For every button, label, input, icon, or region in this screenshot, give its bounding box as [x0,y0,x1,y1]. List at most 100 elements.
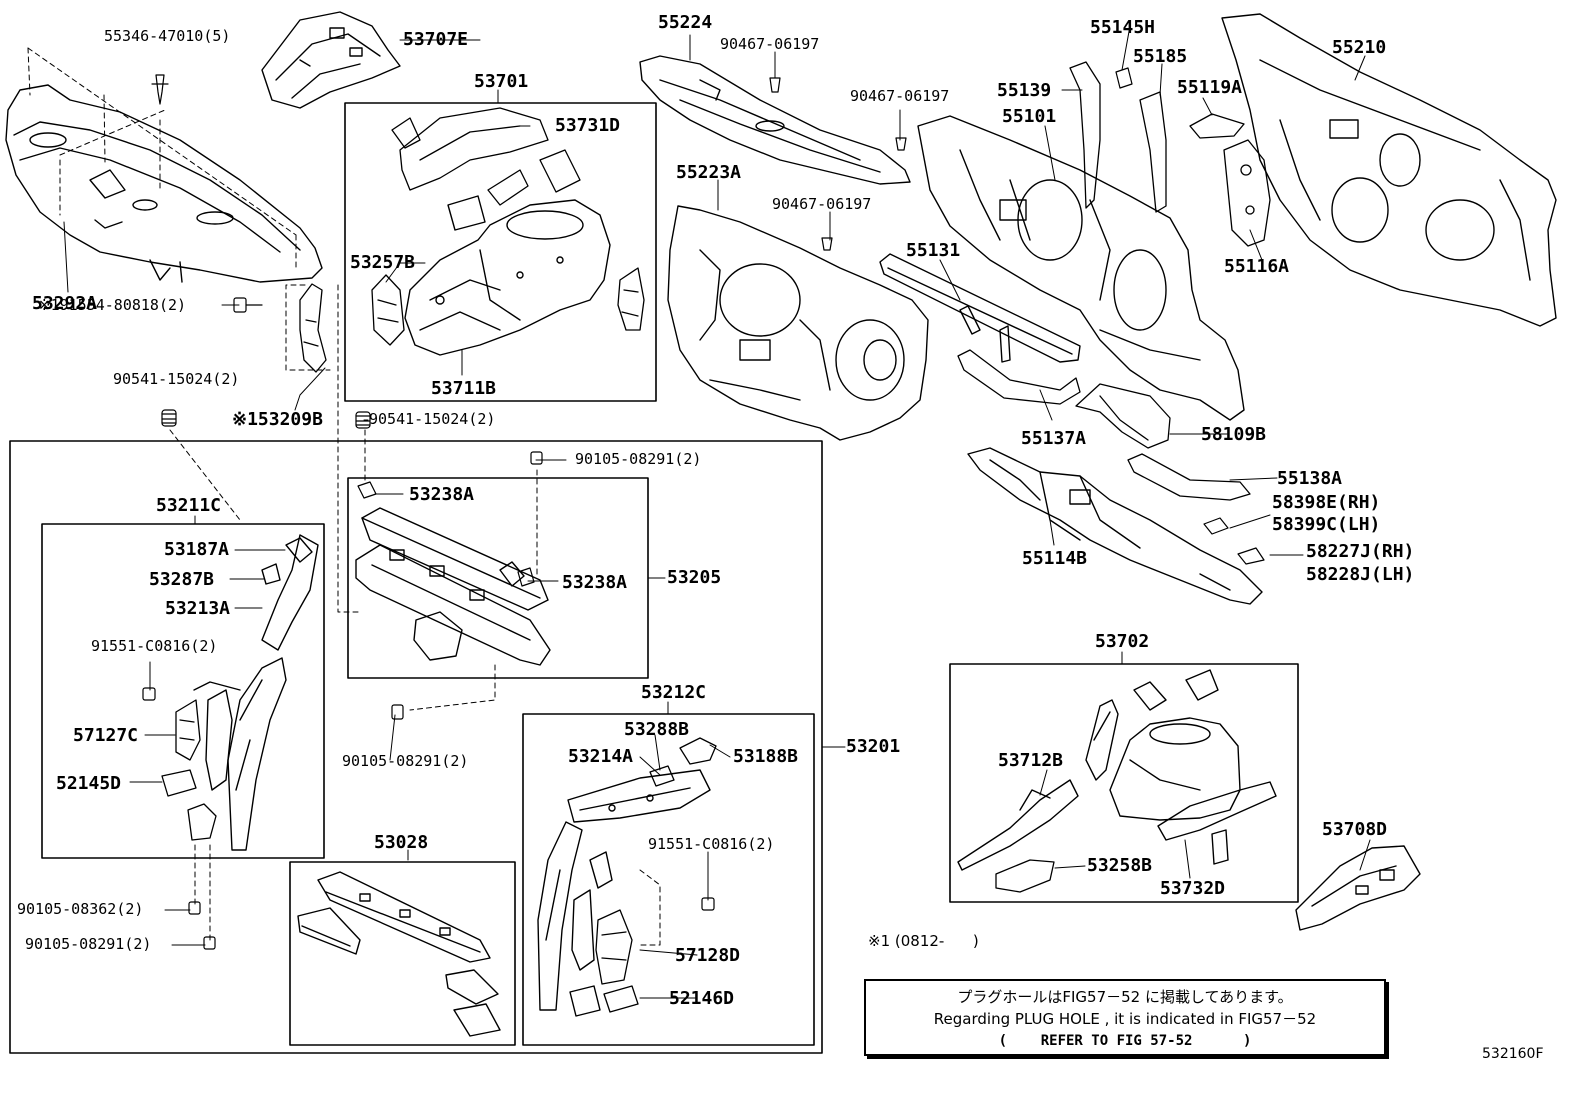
part-55223A: 55223A [676,162,742,183]
note-english: Regarding PLUG HOLE , it is indicated in… [933,1010,1317,1028]
part-90467-06197-b: 90467-06197 [850,87,950,105]
leader-lines [63,25,1371,999]
part-55224: 55224 [658,12,713,33]
shape-bolt-91554 [233,297,263,313]
part-55131: 55131 [906,240,961,261]
part-91551-C0816-right: 91551-C0816(2) [648,835,775,853]
shape-58109B [1075,383,1171,449]
part-52146D: 52146D [669,988,735,1009]
part-90467-06197-a: 90467-06197 [720,35,820,53]
part-55137A: 55137A [1021,428,1087,449]
part-55346-47010: 55346-47010(5) [104,27,231,45]
shape-53701-side-rail [617,267,645,331]
shape-55223A [667,205,929,441]
part-55116A: 55116A [1224,256,1290,277]
shape-53258B [995,859,1055,893]
part-91554-80818: ※191554-80818(2) [38,296,187,314]
part-53292A: 53292A [32,293,98,314]
part-53731D: 53731D [555,115,621,136]
shape-52146D [603,985,639,1013]
part-53707E: 53707E [403,29,469,50]
shape-55145H [1115,67,1133,89]
shape-55185 [1139,91,1167,213]
part-52145D: 52145D [56,773,122,794]
part-53712B: 53712B [998,750,1064,771]
part-53288B: 53288B [624,719,690,740]
part-53213A: 53213A [165,598,231,619]
shape-55138A [1127,453,1251,501]
shape-53205 [355,507,551,666]
part-58109B: 58109B [1201,424,1267,445]
shape-clips-90467 [769,77,907,251]
part-55210: 55210 [1332,37,1387,58]
part-53205: 53205 [667,567,722,588]
part-53702: 53702 [1095,631,1150,652]
part-53209B: ※153209B [232,409,323,430]
shape-58227J [1237,547,1265,565]
shape-53257B [371,274,405,346]
plug-hole-note: プラグホールはFIG57－52 に掲載してあります。 Regarding PLU… [864,979,1386,1056]
shape-57127C [175,699,201,761]
shape-nut-90541-left [161,409,177,427]
part-53258B: 53258B [1087,855,1153,876]
shape-55139 [1069,61,1101,209]
part-91551-C0816-left: 91551-C0816(2) [91,637,218,655]
part-58398E: 58398E(RH) [1272,492,1381,513]
part-53238A-right: 53238A [562,572,628,593]
dashed-lines [27,47,661,946]
part-57127C: 57127C [73,725,139,746]
shape-53212C-member [537,821,613,1017]
shape-bolts-90105 [391,451,543,720]
part-55101: 55101 [1002,106,1057,127]
part-53257B: 53257B [350,252,416,273]
shape-53028 [297,871,501,1037]
shape-53214A [567,769,711,823]
shape-clip-53238A [357,481,535,587]
figure-code: 532160F [1482,1046,1544,1062]
shape-57128D [595,909,633,985]
part-55145H: 55145H [1090,17,1156,38]
part-53201: 53201 [846,736,901,757]
part-53287B: 53287B [149,569,215,590]
footnote-marker: ※1 (0812- ) [868,932,979,950]
part-53238A-top: 53238A [409,484,475,505]
part-90105-08362: 90105-08362(2) [17,900,144,918]
shape-53292A [5,84,323,283]
part-55138A: 55138A [1277,468,1343,489]
part-53028: 53028 [374,832,429,853]
note-japanese: プラグホールはFIG57－52 に掲載してあります。 [957,988,1293,1006]
part-53711B: 53711B [431,378,497,399]
part-53212C: 53212C [641,682,707,703]
part-55139: 55139 [997,80,1052,101]
shape-55114B [967,447,1263,605]
shape-58398E [1203,517,1229,535]
part-53708D: 53708D [1322,819,1388,840]
shape-53702-apron [1109,669,1241,821]
shape-52145D [161,769,197,797]
part-90105-08291-mid: 90105-08291(2) [342,752,469,770]
part-90467-06197-c: 90467-06197 [772,195,872,213]
part-58227J: 58227J(RH) [1306,541,1415,562]
shape-53731D [391,107,581,206]
part-53187A: 53187A [164,539,230,560]
shape-55116A [1223,139,1271,247]
shape-53702-lower-rail [957,779,1079,871]
part-53188B: 53188B [733,746,799,767]
shape-clip-55346 [151,74,169,105]
shape-55137A [957,349,1081,405]
shape-nut-90541-center [355,411,371,429]
part-55114B: 55114B [1022,548,1088,569]
part-55185: 55185 [1133,46,1188,67]
shape-53211C [193,534,319,851]
part-90105-08291-top: 90105-08291(2) [575,450,702,468]
shape-55119A [1189,113,1245,139]
shape-53188B [679,737,717,765]
shape-55131 [879,253,1081,363]
part-53211C: 53211C [156,495,222,516]
part-53214A: 53214A [568,746,634,767]
shape-53211C-bracket [187,803,217,841]
shape-53707E [261,11,401,109]
part-90541-15024-left: 90541-15024(2) [113,370,240,388]
shape-55101 [917,115,1245,421]
part-55119A: 55119A [1177,77,1243,98]
